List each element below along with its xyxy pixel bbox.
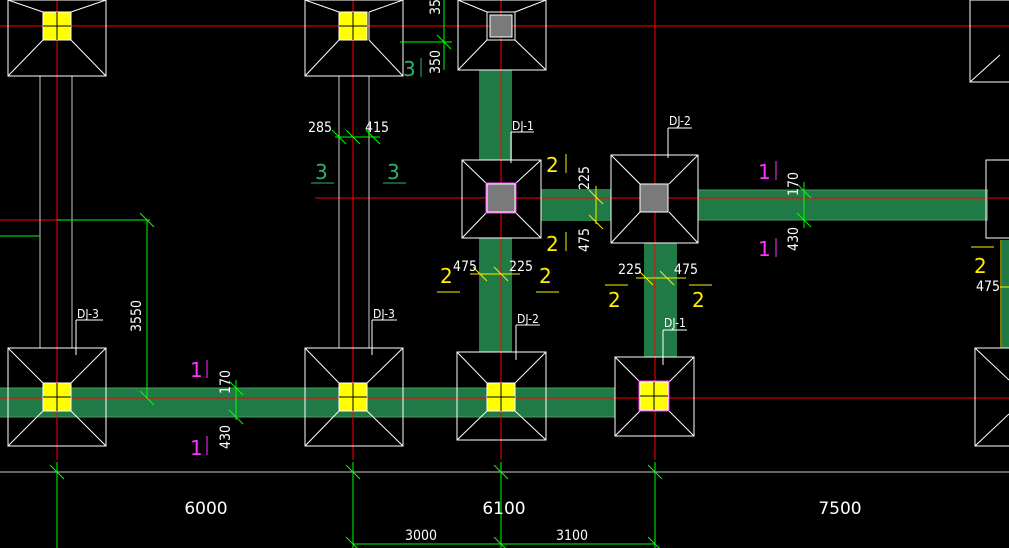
vertical-dim-3550: 3550: [129, 300, 145, 332]
offset-475-mid-vert: 475: [453, 259, 477, 275]
offset-170-bottom: 170: [218, 370, 234, 394]
offset-430-bottom: 430: [218, 425, 234, 449]
section-mark-2: 2: [539, 264, 552, 288]
section-mark-3: 3: [387, 160, 400, 184]
footing-dj3-left[interactable]: [7, 347, 107, 447]
footing-dj2-bottom[interactable]: [456, 351, 547, 441]
offset-475-mid-horiz: 475: [577, 228, 593, 252]
section-mark-1: 1: [190, 358, 203, 382]
footing-mid-right-edge[interactable]: [985, 159, 1009, 239]
section-mark-2: 2: [608, 288, 621, 312]
section-mark-2: 2: [546, 153, 559, 177]
offset-170-right: 170: [786, 172, 802, 196]
offset-430-right: 430: [786, 227, 802, 251]
dimension-labels: 6000 6100 7500 3000 3100 3550 35 350 285…: [129, 0, 1000, 544]
section-mark-1: 1: [758, 237, 771, 261]
beam-bottom-row: [0, 388, 615, 417]
section-mark-3: 3: [403, 57, 416, 81]
footing-dj2-mid[interactable]: [610, 154, 699, 244]
offset-225-right-vert: 225: [618, 262, 642, 278]
span-middle-label: 6100: [482, 499, 525, 519]
offset-225-mid-horiz: 225: [577, 166, 593, 190]
tag-dj3-left: DJ-3: [77, 307, 99, 321]
section-marks: 1 1 1 1 2 2 2 2 2 2 2 3 3 3: [190, 57, 994, 460]
tag-dj2-bottom: DJ-2: [517, 312, 539, 326]
tag-dj1-top: DJ-1: [512, 119, 534, 133]
section-mark-3: 3: [315, 160, 328, 184]
section-mark-1: 1: [190, 436, 203, 460]
footing-dj1-mid[interactable]: [461, 159, 542, 239]
span-left-label: 6000: [184, 499, 227, 519]
wall-lines: [0, 76, 1009, 473]
sub-span-right-label: 3100: [556, 528, 588, 544]
sub-span-left-label: 3000: [405, 528, 437, 544]
beam-vertical-right: [644, 243, 677, 357]
tag-dj3-mid: DJ-3: [373, 307, 395, 321]
offset-475-right-vert: 475: [674, 262, 698, 278]
foundation-beams: [0, 70, 1009, 418]
footing-dj3-mid[interactable]: [304, 347, 404, 447]
beam-vertical-far-right: [1002, 240, 1009, 348]
dimension-lines: [0, 0, 812, 548]
footing-tags: [75, 127, 692, 365]
beam-vertical-mid-lower: [479, 238, 512, 352]
offset-415: 415: [365, 120, 389, 136]
top-dim-35: 35: [428, 0, 444, 15]
offset-dimension-lines: [470, 186, 1009, 348]
footing-top-left[interactable]: [7, 0, 107, 77]
section-mark-2: 2: [546, 232, 559, 256]
section-mark-1: 1: [758, 160, 771, 184]
beam-middle-row-right: [698, 190, 988, 220]
footing-top-mid[interactable]: [457, 0, 547, 71]
footing-bottom-right-edge[interactable]: [974, 347, 1009, 447]
footing-top-second[interactable]: [304, 0, 404, 77]
offset-285: 285: [308, 120, 332, 136]
offset-225-mid-vert: 225: [509, 259, 533, 275]
section-mark-2: 2: [440, 264, 453, 288]
beam-middle-row-left: [541, 189, 611, 221]
top-dim-350: 350: [428, 50, 444, 74]
footing-dj1-bottom[interactable]: [614, 356, 695, 437]
offset-475-far-right: 475: [976, 279, 1000, 295]
beam-vertical-mid-upper: [479, 70, 512, 160]
tag-dj2-top: DJ-2: [669, 114, 691, 128]
section-mark-2: 2: [974, 254, 987, 278]
footing-top-right-edge[interactable]: [969, 0, 1009, 83]
section-mark-2: 2: [692, 288, 705, 312]
span-right-label: 7500: [818, 499, 861, 519]
tag-dj1-bottom: DJ-1: [664, 316, 686, 330]
